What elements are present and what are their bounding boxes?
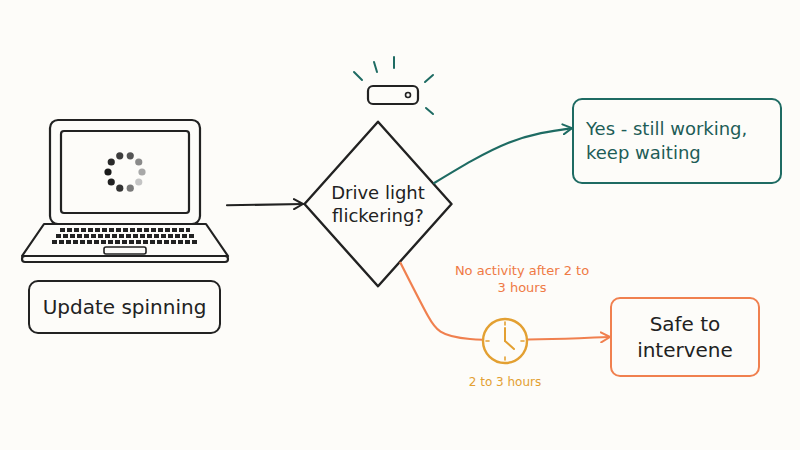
node-text: Safe to intervene <box>622 311 748 363</box>
drive-light-icon <box>354 57 433 114</box>
clock-hand <box>505 341 514 349</box>
state-box: Update spinning <box>22 112 227 334</box>
spinner-dot <box>135 178 142 185</box>
laptop-lid <box>50 120 200 224</box>
spinner-dot <box>108 178 115 185</box>
node-text: Update spinning <box>28 280 221 334</box>
node-text: Drive light flickering? <box>317 181 439 228</box>
keyboard-row <box>52 240 198 244</box>
diamond-outline <box>303 120 453 288</box>
duration-label: 2 to 3 hours <box>462 375 548 389</box>
flow-arrow <box>227 204 303 205</box>
outcome-box: Yes - still working, keep waiting <box>572 98 782 184</box>
light-ray <box>393 57 395 68</box>
clock-icon <box>483 319 527 363</box>
timeout-arrow <box>401 263 611 340</box>
diamond-shape <box>305 122 452 287</box>
spinner-dot <box>127 152 134 159</box>
drive-light-body <box>368 86 418 104</box>
light-ray <box>354 72 362 80</box>
spinner-dot <box>135 158 142 165</box>
clock-face <box>483 319 527 363</box>
trackpad <box>104 247 146 254</box>
node-text: Yes - still working, keep waiting <box>586 117 768 166</box>
edge-label: No activity after 2 to 3 hours <box>452 263 592 297</box>
loading-spinner <box>104 152 145 192</box>
spinner-dot <box>127 185 134 192</box>
spinner-dot <box>116 185 123 192</box>
decision-diamond: Drive light flickering? <box>303 120 453 288</box>
clock-tick <box>504 322 506 325</box>
yes-arrow <box>434 128 572 183</box>
outcome-box: Safe to intervene <box>610 297 760 377</box>
light-ray <box>426 108 433 114</box>
laptop-keyboard-deck <box>22 224 228 256</box>
light-ray <box>425 75 433 82</box>
keyboard-row <box>60 228 190 232</box>
laptop-screen <box>61 131 189 213</box>
keyboard-row <box>56 234 194 238</box>
clock-tick <box>486 340 489 342</box>
spinner-dot <box>108 158 115 165</box>
spinner-dot <box>104 168 111 175</box>
laptop-illustration <box>22 120 228 262</box>
clock-hand <box>504 328 506 341</box>
clock-tick <box>504 357 506 360</box>
spinner-dot <box>116 152 123 159</box>
laptop-base-edge <box>22 256 228 262</box>
drive-light-led <box>406 93 411 98</box>
spinner-dot <box>138 168 145 175</box>
light-ray <box>374 62 377 72</box>
clock-tick <box>521 340 524 342</box>
